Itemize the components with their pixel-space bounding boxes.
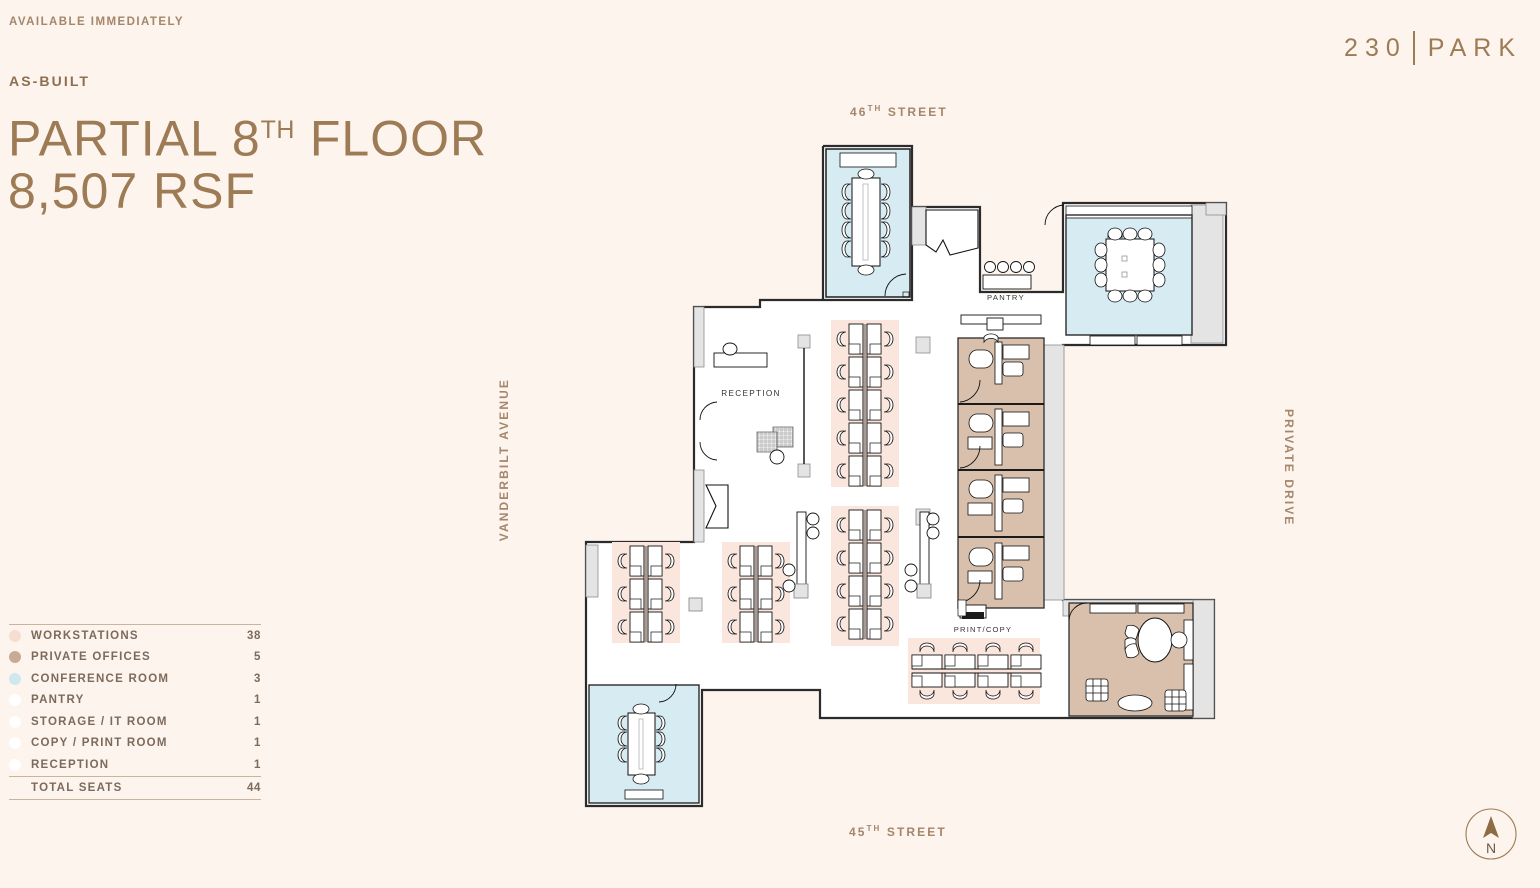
legend-total-label: TOTAL SEATS bbox=[31, 781, 123, 794]
plan-type-label: AS-BUILT bbox=[9, 73, 91, 89]
title-floor-sup: TH bbox=[260, 116, 295, 144]
logo-word: PARK bbox=[1427, 33, 1522, 62]
legend-label: PANTRY bbox=[31, 694, 85, 707]
legend-label: RECEPTION bbox=[31, 758, 110, 771]
title-line-1: PARTIAL 8TH FLOOR bbox=[8, 104, 528, 165]
legend-swatch bbox=[9, 651, 21, 664]
legend-label: PRIVATE OFFICES bbox=[31, 651, 151, 664]
legend-count: 3 bbox=[254, 672, 261, 685]
title-floor-pre: PARTIAL 8 bbox=[8, 110, 261, 167]
street-label-46th: 46TH STREET bbox=[850, 104, 948, 119]
north-arrow-icon bbox=[1483, 816, 1499, 838]
legend-row: STORAGE / IT ROOM 1 bbox=[9, 711, 261, 733]
street-45-num: 45 bbox=[849, 825, 867, 839]
reception-label: RECEPTION bbox=[721, 389, 780, 398]
compass-rose: N bbox=[1465, 808, 1517, 860]
street-46-word: STREET bbox=[882, 105, 948, 119]
logo-divider bbox=[1412, 31, 1415, 65]
street-label-45th: 45TH STREET bbox=[849, 824, 947, 839]
workstation-furniture bbox=[617, 323, 1042, 700]
availability-label: AVAILABLE IMMEDIATELY bbox=[9, 16, 185, 28]
compass-north-label: N bbox=[1486, 840, 1496, 856]
legend-row: CONFERENCE ROOM 3 bbox=[9, 668, 261, 690]
legend-row: PANTRY 1 bbox=[9, 690, 261, 712]
title-line-2: 8,507 RSF bbox=[8, 162, 257, 219]
street-label-private-drive: PRIVATE DRIVE bbox=[1282, 409, 1296, 527]
legend-count: 38 bbox=[247, 629, 261, 642]
legend-count: 1 bbox=[254, 737, 261, 750]
private-offices-block bbox=[957, 333, 1045, 609]
pantry-area bbox=[960, 261, 1042, 331]
legend-rule-bottom bbox=[9, 798, 261, 800]
perimeter-walls bbox=[584, 144, 1228, 808]
legend-count: 1 bbox=[254, 715, 261, 728]
lounge-room bbox=[1068, 602, 1194, 717]
print-copy-label: PRINT/COPY bbox=[954, 625, 1012, 634]
legend-count: 5 bbox=[254, 651, 261, 664]
legend-label: STORAGE / IT ROOM bbox=[31, 715, 168, 728]
conference-room-north bbox=[825, 148, 911, 298]
print-copy-area bbox=[957, 599, 987, 619]
legend-row: WORKSTATIONS 38 bbox=[9, 625, 261, 647]
title-floor-post: FLOOR bbox=[294, 110, 488, 167]
legend-row: PRIVATE OFFICES 5 bbox=[9, 647, 261, 669]
street-46-num: 46 bbox=[850, 105, 868, 119]
legend-label: CONFERENCE ROOM bbox=[31, 672, 170, 685]
conference-room-east bbox=[1044, 204, 1193, 346]
street-45-sup: TH bbox=[866, 824, 882, 833]
street-46-sup: TH bbox=[867, 104, 883, 113]
legend-label: WORKSTATIONS bbox=[31, 629, 139, 642]
conference-room-south bbox=[588, 683, 700, 804]
legend-swatch bbox=[9, 737, 21, 750]
legend-label: COPY / PRINT ROOM bbox=[31, 737, 168, 750]
legend-swatch bbox=[9, 758, 21, 771]
legend-swatch bbox=[9, 715, 21, 728]
street-45-word: STREET bbox=[881, 825, 947, 839]
north-vestibule bbox=[925, 209, 979, 256]
legend-total-count: 44 bbox=[247, 781, 261, 794]
legend-rule-mid bbox=[9, 775, 261, 777]
legend-row: RECEPTION 1 bbox=[9, 754, 261, 776]
logo-number: 230 bbox=[1344, 33, 1407, 62]
legend-count: 1 bbox=[254, 694, 261, 707]
legend-rule-top bbox=[9, 624, 261, 625]
legend-total-row: TOTAL SEATS 44 bbox=[9, 777, 261, 799]
brand-logo: 230 PARK bbox=[1344, 31, 1522, 65]
legend-swatch bbox=[9, 629, 21, 642]
legend-row: COPY / PRINT ROOM 1 bbox=[9, 733, 261, 755]
legend-swatch bbox=[9, 672, 21, 685]
legend-swatch bbox=[9, 694, 21, 707]
page-title: PARTIAL 8TH FLOOR 8,507 RSF bbox=[8, 104, 528, 217]
pantry-label: PANTRY bbox=[987, 293, 1025, 302]
storage-it-room bbox=[688, 511, 940, 612]
legend-count: 1 bbox=[254, 758, 261, 771]
